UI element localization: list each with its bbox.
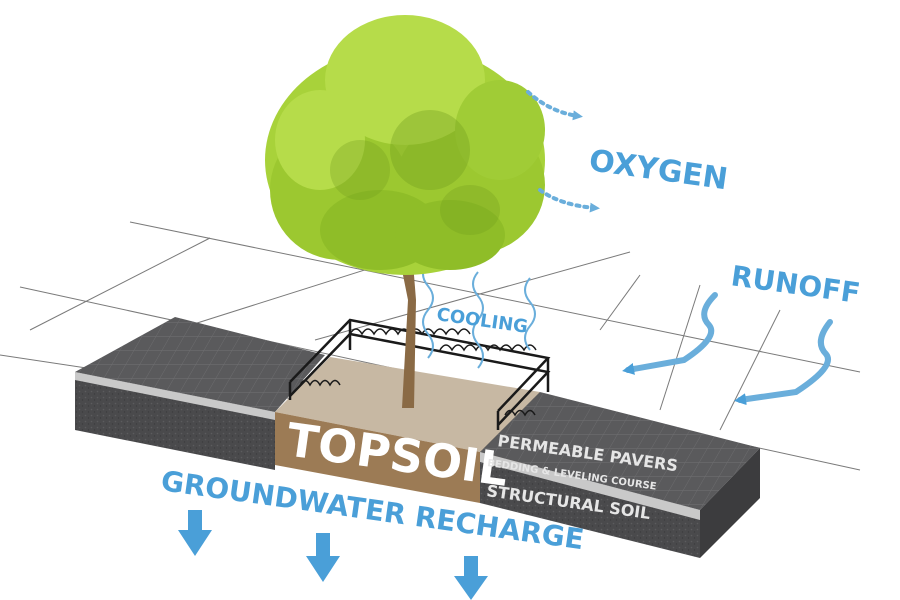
- tree-fence: [288, 318, 551, 430]
- oxygen-label: OXYGEN: [587, 143, 730, 197]
- oxygen-arrows-icon: [526, 90, 600, 213]
- right-paver-slab: [480, 392, 760, 558]
- tree: [265, 15, 545, 408]
- runoff-label: RUNOFF: [729, 259, 862, 310]
- tree-canopy: [265, 15, 545, 275]
- runoff-arrows-icon: [622, 292, 833, 406]
- cooling-waves-icon: [422, 261, 536, 369]
- recharge-arrows-icon: [178, 510, 488, 600]
- left-paver-slab: [75, 317, 325, 470]
